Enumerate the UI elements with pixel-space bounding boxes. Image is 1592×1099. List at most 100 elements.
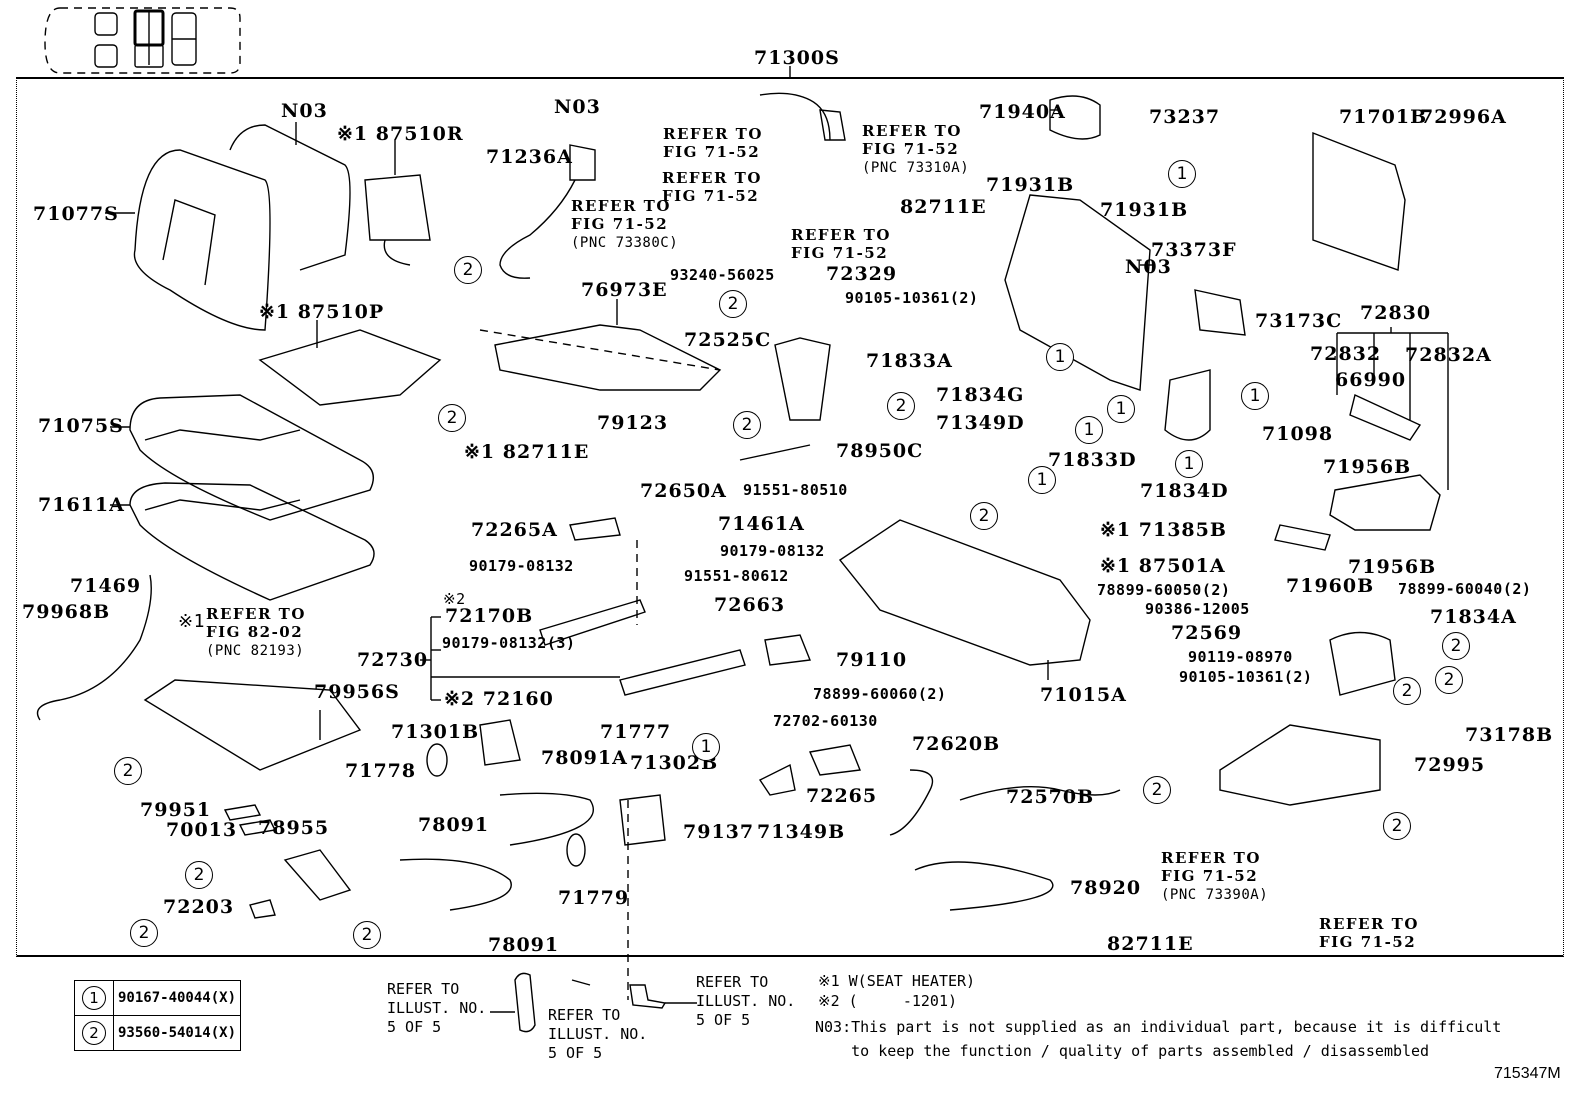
- part-label-72650A[interactable]: 72650A: [640, 480, 727, 502]
- part-label-71834G[interactable]: 71834G: [936, 384, 1025, 406]
- part-label-187510P[interactable]: ※1 87510P: [259, 301, 385, 323]
- legend-part-number[interactable]: 90167-40044(X): [112, 980, 242, 1016]
- callout-2[interactable]: 2: [1393, 677, 1421, 705]
- part-label-71077S[interactable]: 71077S: [33, 203, 119, 225]
- part-label-171385B[interactable]: ※1 71385B: [1100, 519, 1227, 541]
- callout-2[interactable]: 2: [454, 256, 482, 284]
- part-label-71302B[interactable]: 71302B: [630, 752, 719, 774]
- part-label-72570B[interactable]: 72570B: [1006, 786, 1095, 808]
- callout-2[interactable]: 2: [353, 921, 381, 949]
- callout-2[interactable]: 2: [185, 861, 213, 889]
- part-label-93240-56025[interactable]: 93240-56025: [670, 266, 775, 284]
- callout-2[interactable]: 2: [1143, 776, 1171, 804]
- part-label-90105-10361[interactable]: 90105-10361(2): [1179, 668, 1313, 686]
- part-label-71956B[interactable]: 71956B: [1348, 556, 1437, 578]
- part-label-71778[interactable]: 71778: [345, 760, 417, 782]
- part-label-78091[interactable]: 78091: [488, 934, 560, 956]
- part-label-79110[interactable]: 79110: [836, 649, 908, 671]
- callout-2[interactable]: 2: [887, 392, 915, 420]
- part-label-71833A[interactable]: 71833A: [866, 350, 953, 372]
- callout-1[interactable]: 1: [1028, 466, 1056, 494]
- callout-2[interactable]: 2: [1442, 632, 1470, 660]
- callout-1[interactable]: 1: [1075, 416, 1103, 444]
- part-label-N03[interactable]: N03: [1125, 256, 1172, 278]
- part-label-72620B[interactable]: 72620B: [912, 733, 1001, 755]
- part-label-90119-08970[interactable]: 90119-08970: [1188, 648, 1293, 666]
- callout-1[interactable]: 1: [1241, 382, 1269, 410]
- part-label-90179-08132[interactable]: 90179-08132: [469, 557, 574, 575]
- part-label-73237[interactable]: 73237: [1149, 106, 1221, 128]
- part-label-82711E[interactable]: 82711E: [1107, 933, 1194, 955]
- part-label-79956S[interactable]: 79956S: [314, 681, 400, 703]
- part-label-73178B[interactable]: 73178B: [1465, 724, 1554, 746]
- legend-part-number[interactable]: 93560-54014(X): [112, 1015, 242, 1051]
- callout-2[interactable]: 2: [719, 290, 747, 318]
- part-label-79123[interactable]: 79123: [597, 412, 669, 434]
- part-label-78955[interactable]: 78955: [258, 817, 330, 839]
- part-label-187501A[interactable]: ※1 87501A: [1100, 555, 1226, 577]
- reference-fig-71-52[interactable]: REFER TO FIG 71-52: [663, 125, 763, 161]
- part-label-72569[interactable]: 72569: [1171, 622, 1243, 644]
- part-label-72265[interactable]: 72265: [806, 785, 878, 807]
- part-label-71833D[interactable]: 71833D: [1048, 449, 1137, 471]
- part-label-73173C[interactable]: 73173C: [1255, 310, 1343, 332]
- callout-1[interactable]: 1: [1046, 343, 1074, 371]
- callout-2[interactable]: 2: [438, 404, 466, 432]
- part-label-72832[interactable]: 72832: [1310, 343, 1382, 365]
- part-label-90105-10361[interactable]: 90105-10361(2): [845, 289, 979, 307]
- part-label-71960B[interactable]: 71960B: [1286, 575, 1375, 597]
- part-label-78950C[interactable]: 78950C: [836, 440, 924, 462]
- part-label-71701B[interactable]: 71701B: [1339, 106, 1428, 128]
- part-label-72730[interactable]: 72730: [357, 649, 429, 671]
- part-label-78920[interactable]: 78920: [1070, 877, 1142, 899]
- reference-fig-71-52-pnc-73310A[interactable]: REFER TO FIG 71-52 (PNC 73310A): [862, 122, 969, 177]
- part-label-N03[interactable]: N03: [554, 96, 601, 118]
- part-label-71461A[interactable]: 71461A: [718, 513, 805, 535]
- part-label-72830[interactable]: 72830: [1360, 302, 1432, 324]
- part-label-72265A[interactable]: 72265A: [471, 519, 558, 541]
- part-label-91551-80510[interactable]: 91551-80510: [743, 481, 848, 499]
- part-label-71015A[interactable]: 71015A: [1040, 684, 1127, 706]
- part-label-72329[interactable]: 72329: [826, 263, 898, 285]
- part-label-71075S[interactable]: 71075S: [38, 415, 124, 437]
- part-label-79951[interactable]: 79951: [140, 799, 212, 821]
- part-label-90179-08132-3[interactable]: 90179-08132(3): [442, 634, 576, 652]
- part-label-90386-12005[interactable]: 90386-12005: [1145, 600, 1250, 618]
- reference-fig-82-02-pnc-82193[interactable]: REFER TO FIG 82-02 (PNC 82193): [206, 605, 306, 660]
- part-label-71834A[interactable]: 71834A: [1430, 606, 1517, 628]
- part-label-187510R[interactable]: ※1 87510R: [337, 123, 464, 145]
- reference-fig-71-52-pnc-73380C[interactable]: REFER TO FIG 71-52 (PNC 73380C): [571, 197, 678, 252]
- callout-2[interactable]: 2: [130, 919, 158, 947]
- part-label-71098[interactable]: 71098: [1262, 423, 1334, 445]
- reference-fig-71-52[interactable]: REFER TO FIG 71-52: [791, 226, 891, 262]
- callout-2[interactable]: 2: [1435, 666, 1463, 694]
- part-label-78899-60040[interactable]: 78899-60040(2): [1398, 580, 1532, 598]
- part-label-82711E[interactable]: 82711E: [900, 196, 987, 218]
- part-label-71301B[interactable]: 71301B: [391, 721, 480, 743]
- part-label-72525C[interactable]: 72525C: [684, 329, 772, 351]
- callout-1[interactable]: 1: [692, 733, 720, 761]
- illust-reference[interactable]: REFER TO ILLUST. NO. 5 OF 5: [548, 1006, 647, 1063]
- part-label-70013[interactable]: 70013: [166, 819, 238, 841]
- part-label-72996A[interactable]: 72996A: [1420, 106, 1507, 128]
- part-label-73373F[interactable]: 73373F: [1151, 239, 1237, 261]
- part-label-71611A[interactable]: 71611A: [38, 494, 125, 516]
- callout-1[interactable]: 1: [1175, 450, 1203, 478]
- part-label-71956B[interactable]: 71956B: [1323, 456, 1412, 478]
- part-label-71349B[interactable]: 71349B: [757, 821, 846, 843]
- part-label-72663[interactable]: 72663: [714, 594, 786, 616]
- part-label-76973E[interactable]: 76973E: [581, 279, 668, 301]
- part-label-79137[interactable]: 79137: [683, 821, 755, 843]
- part-label-71931B[interactable]: 71931B: [986, 174, 1075, 196]
- part-label-71931B[interactable]: 71931B: [1100, 199, 1189, 221]
- part-label-N03[interactable]: N03: [281, 100, 328, 122]
- part-label-91551-80612[interactable]: 91551-80612: [684, 567, 789, 585]
- part-label-90179-08132[interactable]: 90179-08132: [720, 542, 825, 560]
- part-label-71940A[interactable]: 71940A: [979, 101, 1066, 123]
- part-label-72702-60130[interactable]: 72702-60130: [773, 712, 878, 730]
- part-label-72170B[interactable]: 72170B: [445, 605, 534, 627]
- callout-1[interactable]: 1: [1107, 395, 1135, 423]
- part-label-71300S[interactable]: 71300S: [754, 47, 840, 69]
- part-label-71469[interactable]: 71469: [70, 575, 142, 597]
- part-label-71777[interactable]: 71777: [600, 721, 672, 743]
